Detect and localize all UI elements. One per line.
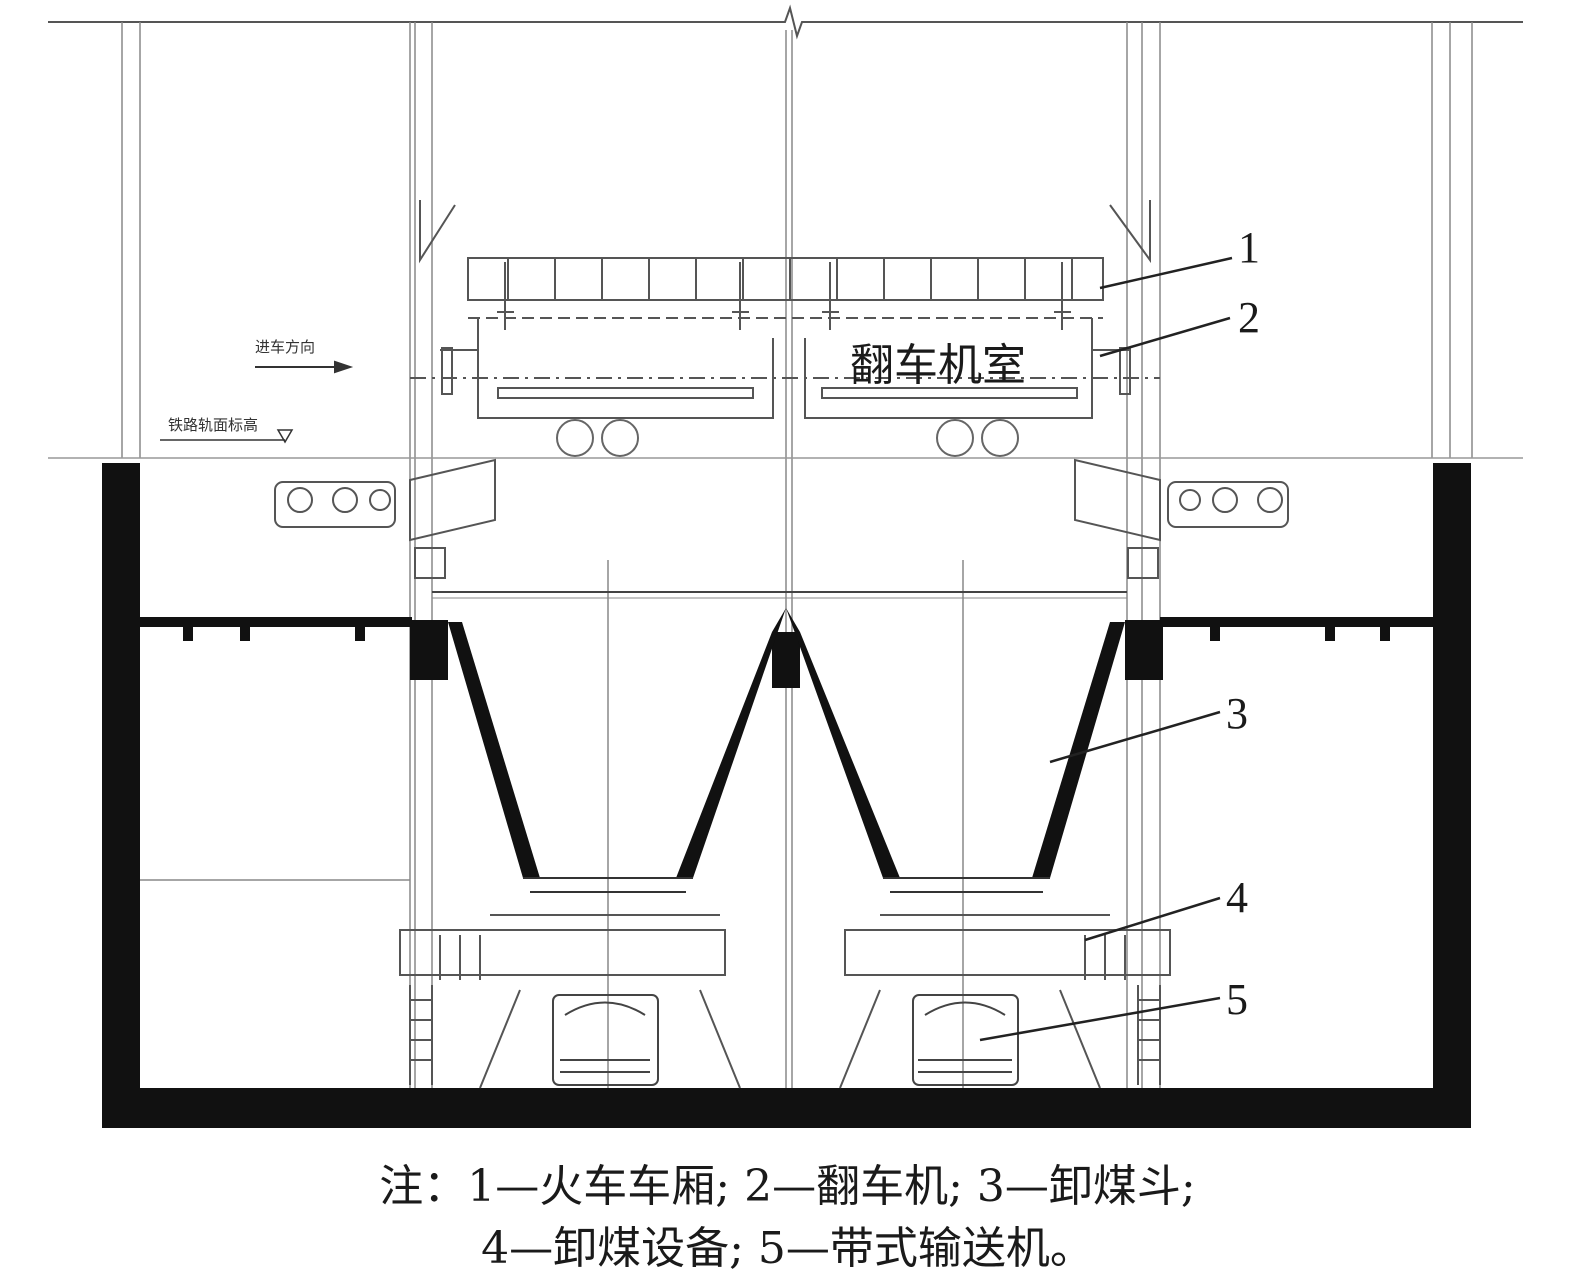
rotary-dumper [410, 200, 1160, 419]
pit-walls [102, 463, 1471, 1128]
unloading-equipment [399, 914, 1171, 1089]
hopper-outlets [523, 877, 1050, 893]
callout-4: 4 [1226, 873, 1248, 922]
caption-line-1: 注：1—火车车厢; 2—翻车机; 3—卸煤斗; [379, 1161, 1196, 1212]
roof-line [48, 4, 1523, 40]
unloading-system-drawing: 进车方向 铁路轨面标高 翻车机室 1 2 3 4 5 [48, 4, 1523, 1128]
elevation-label: 铁路轨面标高 [168, 416, 258, 434]
belt-conveyor [552, 994, 1019, 1086]
dumper-clamps [497, 262, 1071, 330]
callout-5: 5 [1226, 975, 1248, 1024]
direction-label: 进车方向 [255, 338, 315, 356]
floor-beams [183, 627, 1390, 641]
caption-line-2: 4—卸煤设备; 5—带式输送机。 [481, 1223, 1094, 1274]
railcar-wheels [556, 419, 1019, 457]
building-columns [121, 22, 1473, 1090]
coal-hopper [410, 608, 1163, 878]
direction-arrow [255, 360, 354, 374]
elevation-marker [160, 429, 294, 444]
drive-machinery [274, 458, 1289, 579]
callout-1: 1 [1238, 223, 1260, 272]
room-label: 翻车机室 [850, 340, 1026, 391]
callout-2: 2 [1238, 293, 1260, 342]
callout-3: 3 [1226, 689, 1248, 738]
leader-lines [979, 256, 1233, 1042]
